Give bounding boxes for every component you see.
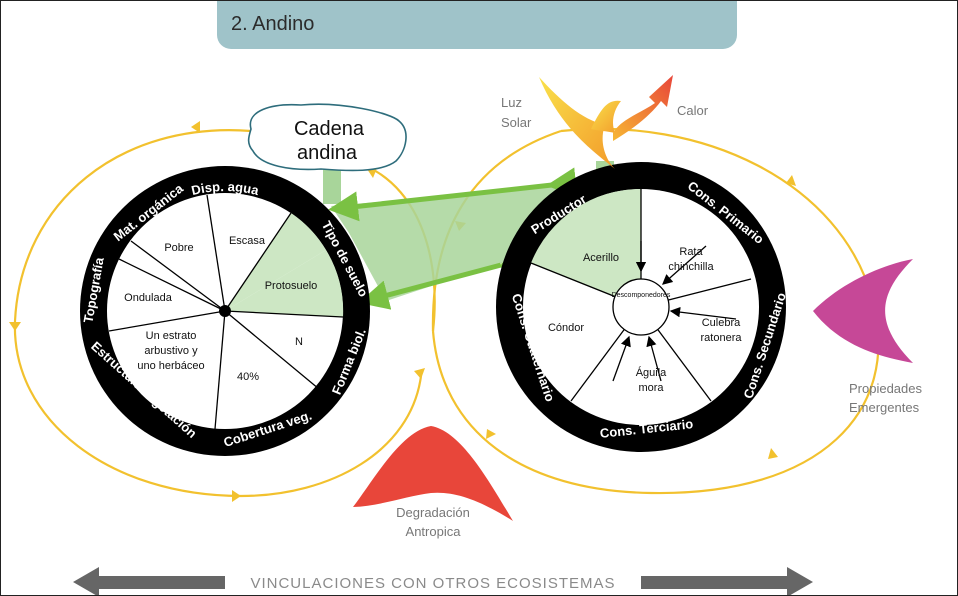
luz-label-1: Luz [501,95,522,110]
sector-aguila-1: Águila [636,366,667,379]
degradacion-antropica: Degradación Antropica [353,426,513,539]
left-wheel [80,166,370,456]
sector-culebra-1: Culebra [702,317,741,329]
page-title: 2. Andino [231,13,315,35]
sector-condor: Cóndor [548,322,584,334]
calor-label: Calor [677,103,709,118]
degradacion-label-2: Antropica [406,524,462,539]
sector-acerillo: Acerillo [583,252,619,264]
ring-disp-agua: Disp. agua [190,179,261,198]
banner-text: VINCULACIONES CON OTROS ECOSISTEMAS [250,575,615,592]
cadena-andina-cloud: Cadena andina [247,103,407,172]
sector-protosuelo: Protosuelo [265,280,318,292]
sector-aguila-2: mora [638,382,664,394]
sector-culebra-2: ratonera [701,332,743,344]
cloud-line-1: Cadena [294,118,365,140]
title-bar [217,1,737,49]
sector-estrato-2: arbustivo y [144,345,198,357]
sun-heat-symbol: Luz Solar Calor [501,75,709,169]
center-descomponedores: Descomponedores [612,292,671,299]
sector-estrato-1: Un estrato [146,330,197,342]
sector-estrato-3: uno herbáceo [137,360,204,372]
sector-n: N [295,336,303,348]
right-wheel-sector-labels: Acerillo Rata chinchilla Culebra ratoner… [548,246,742,394]
propiedades-label-2: Emergentes [849,400,920,415]
sector-40: 40% [237,371,259,383]
degradacion-label-1: Degradación [396,505,470,520]
sector-rata-2: chinchilla [668,261,714,273]
sector-ondulada: Ondulada [124,292,173,304]
right-wheel-inner-arrows [612,241,737,382]
svg-text:Disp. agua: Disp. agua [190,179,261,198]
luz-label-2: Solar [501,115,532,130]
sector-rata-1: Rata [679,246,703,258]
cloud-line-2: andina [297,142,358,164]
propiedades-emergentes: Propiedades Emergentes [813,259,922,415]
bottom-banner: VINCULACIONES CON OTROS ECOSISTEMAS [73,567,813,595]
left-wheel-sector-labels: Escasa Protosuelo N 40% Un estrato arbus… [124,235,317,383]
right-wheel [496,162,786,452]
sector-pobre: Pobre [164,242,193,254]
propiedades-label-1: Propiedades [849,381,922,396]
sector-escasa: Escasa [229,235,266,247]
